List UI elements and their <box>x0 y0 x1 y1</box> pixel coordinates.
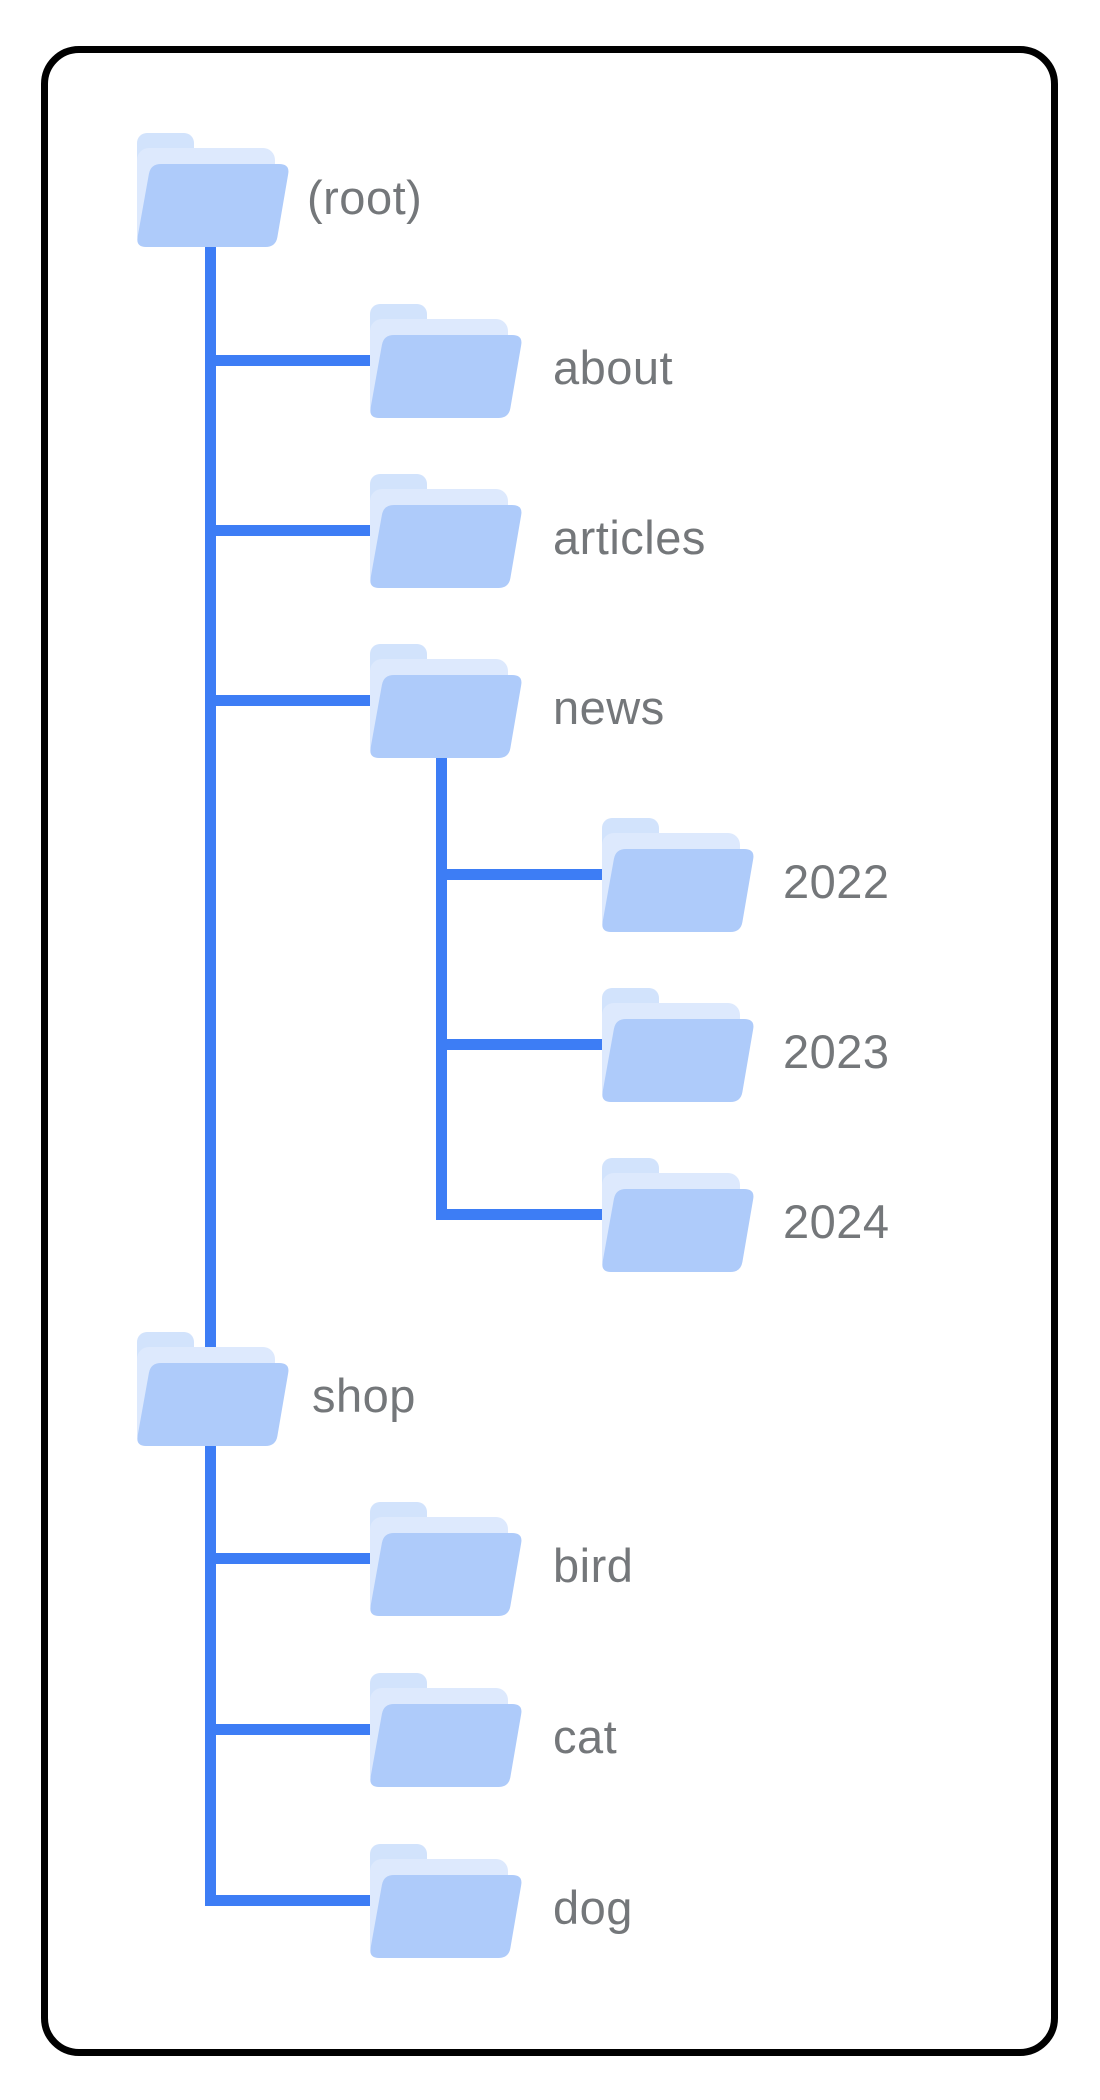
connector-branch-articles <box>205 525 376 536</box>
label-news: news <box>553 680 665 734</box>
label-cat: cat <box>553 1709 618 1763</box>
folder-icon-2023 <box>602 988 754 1102</box>
label-2023: 2023 <box>783 1024 890 1078</box>
label-shop: shop <box>312 1368 416 1422</box>
diagram-frame <box>41 46 1058 2056</box>
connector-branch-cat <box>205 1724 382 1735</box>
label-2022: 2022 <box>783 854 890 908</box>
folder-icon-2022 <box>602 818 754 932</box>
folder-icon-cat <box>370 1673 522 1787</box>
label-2024: 2024 <box>783 1194 890 1248</box>
folder-icon-articles <box>370 474 522 588</box>
connector-branch-2023 <box>436 1039 608 1050</box>
label-about: about <box>553 340 674 394</box>
connector-trunk-root <box>205 245 216 1906</box>
label-root: (root) <box>307 170 423 224</box>
folder-icon-2024 <box>602 1158 754 1272</box>
label-dog: dog <box>553 1880 633 1934</box>
label-articles: articles <box>553 510 706 564</box>
folder-icon-news <box>370 644 522 758</box>
folder-icon-shop <box>137 1332 289 1446</box>
folder-icon-bird <box>370 1502 522 1616</box>
connector-branch-about <box>205 355 376 366</box>
connector-branch-bird <box>205 1553 382 1564</box>
folder-icon-dog <box>370 1844 522 1958</box>
folder-icon-root <box>137 133 289 247</box>
folder-icon-about <box>370 304 522 418</box>
label-bird: bird <box>553 1538 634 1592</box>
connector-branch-2022 <box>436 869 608 880</box>
connector-branch-2024 <box>436 1209 608 1220</box>
connector-branch-dog <box>205 1895 382 1906</box>
connector-trunk-news <box>436 756 447 1220</box>
connector-branch-news <box>205 695 376 706</box>
